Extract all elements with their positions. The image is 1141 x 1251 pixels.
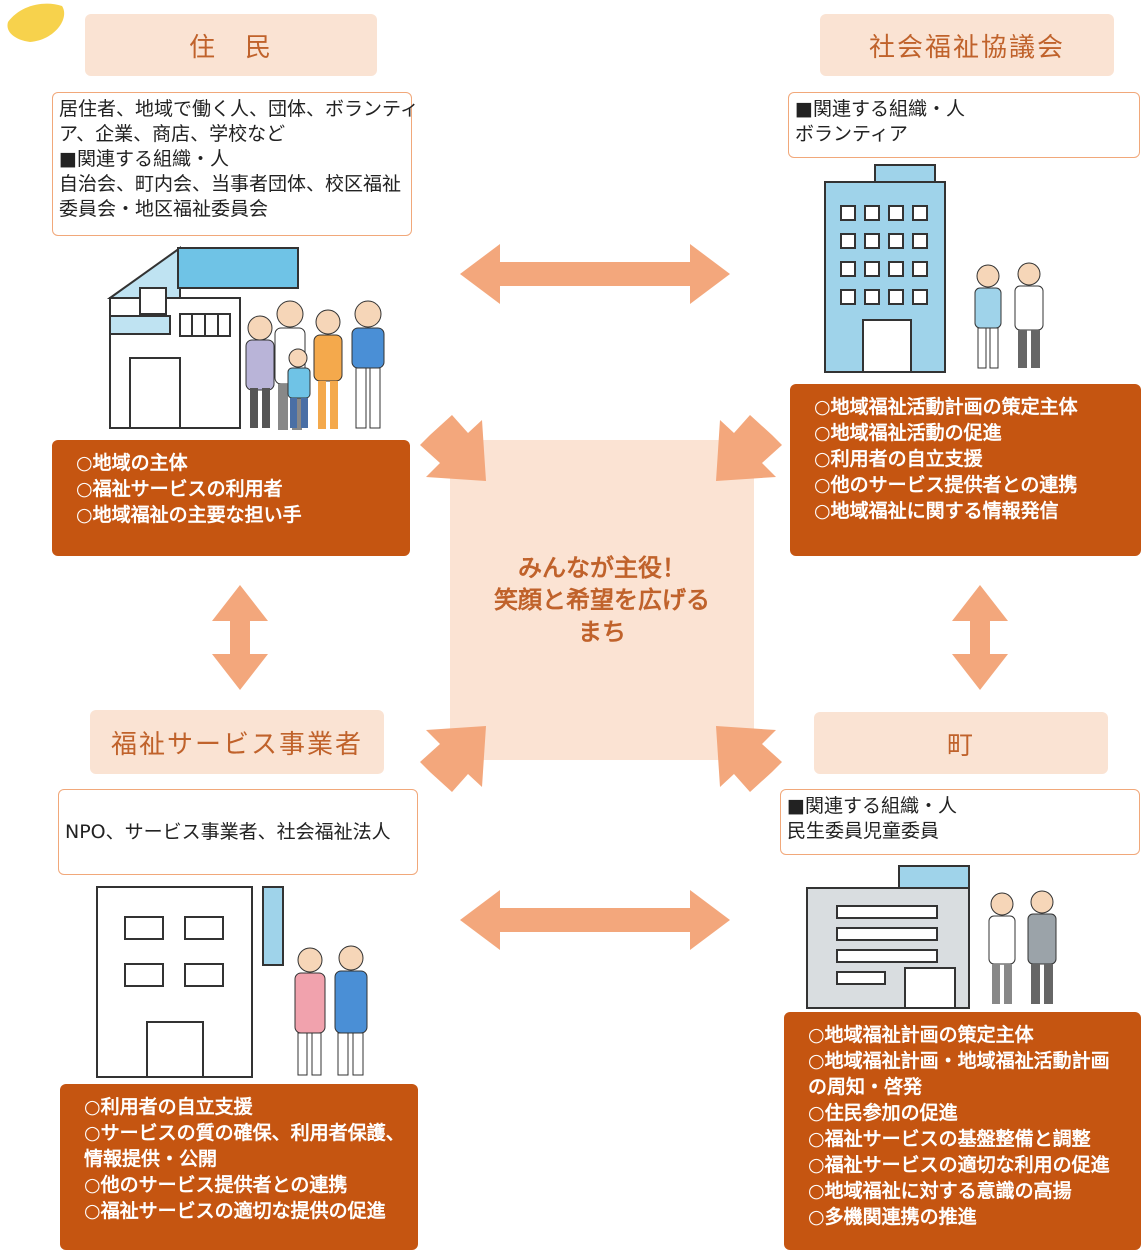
residents-info-line: 自治会、町内会、当事者団体、校区福祉 [59, 173, 402, 195]
town-info-line: 民生委員児童委員 [787, 820, 940, 842]
residents-title: 住 民 [85, 14, 377, 76]
providers-role-item: ○利用者の自立支援 [84, 1096, 253, 1118]
residents-roles: ○地域の主体 ○福祉サービスの利用者 ○地域福祉の主要な担い手 [52, 440, 410, 556]
providers-role-item: 情報提供・公開 [84, 1148, 218, 1170]
providers-role-item: ○サービスの質の確保、利用者保護、 [84, 1122, 405, 1144]
residents-role-item: ○地域の主体 [76, 452, 188, 474]
council-role-item: ○利用者の自立支援 [814, 448, 983, 470]
house-illustration [106, 246, 385, 430]
arrow-right-vertical [952, 585, 1008, 690]
town-role-item: ○福祉サービスの適切な利用の促進 [808, 1154, 1110, 1176]
town-role-item: ○地域福祉に対する意識の高揚 [808, 1180, 1072, 1202]
providers-building-illustration [96, 886, 368, 1078]
town-hall-illustration [806, 865, 1057, 1009]
council-role-item: ○地域福祉活動計画の策定主体 [814, 396, 1078, 418]
center-vision-line: 笑顔と希望を広げる [494, 586, 710, 614]
center-vision-line: まち [578, 618, 626, 646]
town-info-line: ■関連する組織・人 [787, 795, 957, 817]
residents-info-line: ア、企業、商店、学校など [59, 123, 286, 145]
decorative-blob [7, 3, 65, 42]
providers-title: 福祉サービス事業者 [90, 710, 384, 774]
town-role-item: の周知・啓発 [808, 1076, 923, 1098]
arrow-bottom-horizontal [460, 890, 730, 950]
council-info-line: ■関連する組織・人 [795, 98, 965, 120]
town-role-item: ○多機関連携の推進 [808, 1206, 977, 1228]
center-vision-line: みんなが主役！ [518, 554, 686, 582]
council-role-item: ○地域福祉に関する情報発信 [814, 500, 1059, 522]
arrow-diagonal-bottom-right [716, 726, 782, 792]
providers-role-item: ○福祉サービスの適切な提供の促進 [84, 1200, 386, 1222]
providers-info: NPO、サービス事業者、社会福祉法人 [58, 789, 418, 875]
residents-info: 居住者、地域で働く人、団体、ボランティ ア、企業、商店、学校など ■関連する組織… [52, 92, 419, 236]
council-info: ■関連する組織・人 ボランティア [788, 92, 1140, 158]
arrow-left-vertical [212, 585, 268, 690]
council-roles: ○地域福祉活動計画の策定主体 ○地域福祉活動の促進 ○利用者の自立支援 ○他のサ… [790, 384, 1141, 556]
town-role-item: ○地域福祉計画・地域福祉活動計画 [808, 1050, 1110, 1072]
council-role-item: ○他のサービス提供者との連携 [814, 474, 1078, 496]
council-role-item: ○地域福祉活動の促進 [814, 422, 1002, 444]
residents-info-line: 居住者、地域で働く人、団体、ボランティ [59, 98, 419, 120]
council-info-line: ボランティア [795, 123, 908, 145]
town-role-item: ○福祉サービスの基盤整備と調整 [808, 1128, 1091, 1150]
town-role-item: ○地域福祉計画の策定主体 [808, 1024, 1034, 1046]
council-building-illustration [824, 164, 1044, 373]
residents-role-item: ○福祉サービスの利用者 [76, 478, 283, 500]
town-role-item: ○住民参加の促進 [808, 1102, 958, 1124]
providers-info-line: NPO、サービス事業者、社会福祉法人 [65, 820, 391, 843]
town-roles: ○地域福祉計画の策定主体 ○地域福祉計画・地域福祉活動計画 の周知・啓発 ○住民… [784, 1012, 1141, 1250]
council-title: 社会福祉協議会 [820, 14, 1114, 76]
arrow-diagonal-bottom-left [420, 726, 486, 792]
arrow-diagonal-top-left [420, 415, 486, 481]
arrow-diagonal-top-right [716, 415, 782, 481]
arrow-top-horizontal [460, 244, 730, 304]
town-info: ■関連する組織・人 民生委員児童委員 [780, 789, 1140, 855]
providers-roles: ○利用者の自立支援 ○サービスの質の確保、利用者保護、 情報提供・公開 ○他のサ… [60, 1084, 418, 1250]
town-title: 町 [814, 712, 1108, 774]
residents-info-line: ■関連する組織・人 [59, 148, 229, 170]
center-vision: みんなが主役！ 笑顔と希望を広げる まち [450, 440, 754, 760]
residents-info-line: 委員会・地区福祉委員会 [59, 198, 269, 220]
residents-role-item: ○地域福祉の主要な担い手 [76, 504, 302, 526]
providers-role-item: ○他のサービス提供者との連携 [84, 1174, 348, 1196]
